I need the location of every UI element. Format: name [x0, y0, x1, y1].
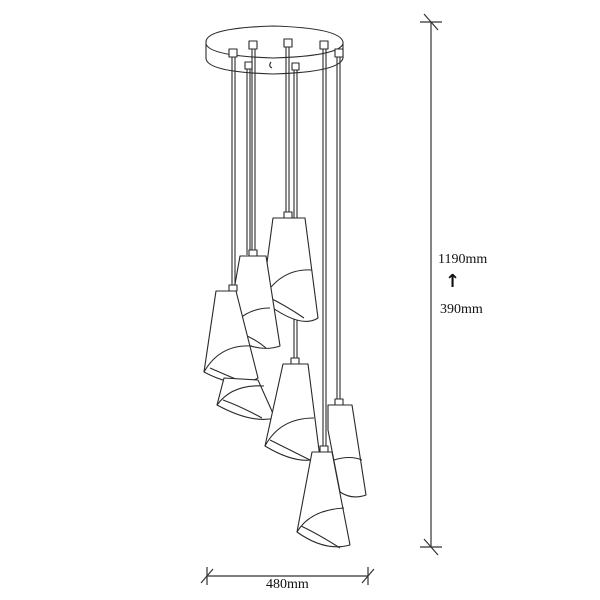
up-arrow-icon: ↑ [445, 271, 461, 292]
min-height-label: 390mm [440, 302, 483, 317]
shade-5 [264, 357, 321, 461]
max-height-label: 1190mm [438, 252, 488, 267]
width-dimension-line [200, 567, 375, 585]
width-label: 480mm [266, 577, 309, 592]
ceiling-canopy [205, 25, 344, 75]
height-dimension-line [420, 13, 442, 556]
shade-7 [296, 445, 351, 549]
shade-4 [216, 377, 276, 420]
cord-grips [228, 38, 344, 71]
